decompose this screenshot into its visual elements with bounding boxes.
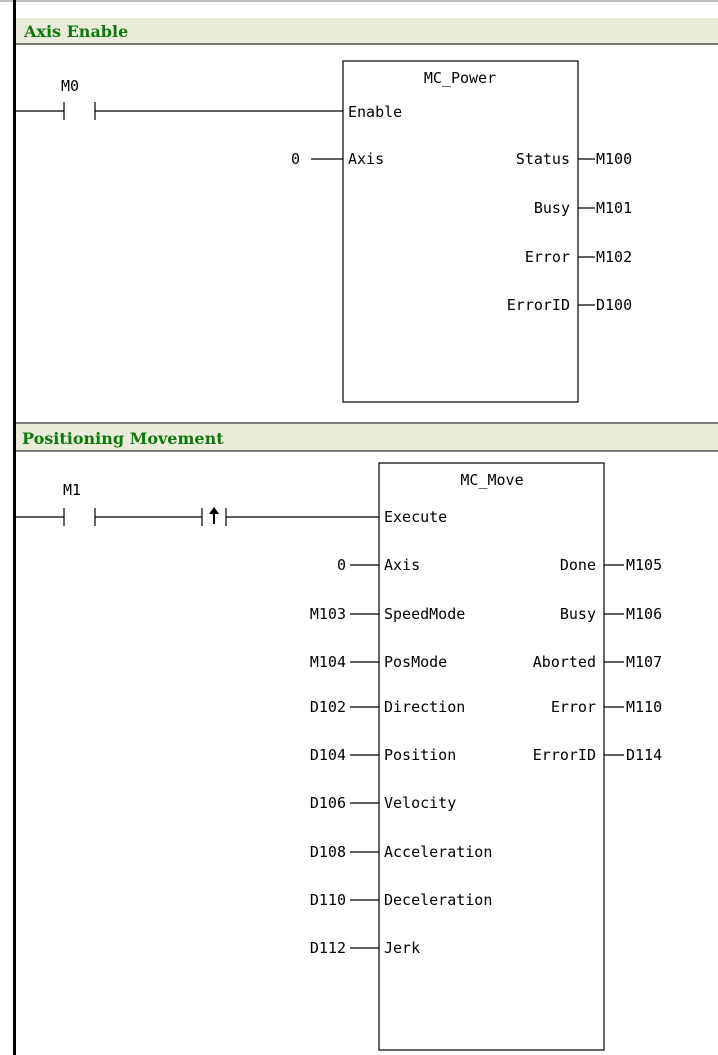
contact-label: M0 <box>61 77 79 95</box>
input-value-posmode: M104 <box>310 653 346 671</box>
rising-edge-contact[interactable] <box>201 507 227 526</box>
output-value-status: M100 <box>596 150 632 168</box>
block-body <box>342 60 579 403</box>
input-value-velocity: D106 <box>310 794 346 812</box>
input-value-acceleration: D108 <box>310 843 346 861</box>
output-value-errorid: D114 <box>626 746 662 764</box>
pin-direction: Direction <box>384 698 465 716</box>
function-block-mc-power[interactable]: MC_Power Enable 0 Axis Status M100 Busy … <box>291 60 632 403</box>
input-value-axis: 0 <box>291 150 300 168</box>
network-title: Positioning Movement <box>22 429 224 448</box>
pin-axis: Axis <box>384 556 420 574</box>
pin-posmode: PosMode <box>384 653 447 671</box>
pin-errorid: ErrorID <box>507 296 570 314</box>
pin-status: Status <box>516 150 570 168</box>
pin-aborted: Aborted <box>533 653 596 671</box>
pin-error: Error <box>551 698 596 716</box>
pin-error: Error <box>525 248 570 266</box>
network-positioning-movement[interactable]: Positioning Movement M1 MC_Move Execute … <box>16 422 718 1051</box>
function-block-mc-move[interactable]: MC_Move Execute 0 Axis M103 SpeedMode M1… <box>310 462 662 1051</box>
pin-axis: Axis <box>348 150 384 168</box>
output-value-error: M110 <box>626 698 662 716</box>
input-value-axis: 0 <box>337 556 346 574</box>
network-title: Axis Enable <box>23 22 128 41</box>
network-axis-enable[interactable]: Axis Enable M0 MC_Power Enable 0 Axis St… <box>16 18 718 403</box>
contact-m1[interactable]: M1 <box>16 481 96 526</box>
network-header <box>16 18 718 44</box>
block-body <box>378 462 605 1051</box>
block-name: MC_Move <box>460 471 523 489</box>
input-value-deceleration: D110 <box>310 891 346 909</box>
pin-jerk: Jerk <box>384 939 420 957</box>
pin-busy: Busy <box>560 605 596 623</box>
input-value-position: D104 <box>310 746 346 764</box>
pin-speedmode: SpeedMode <box>384 605 465 623</box>
input-value-direction: D102 <box>310 698 346 716</box>
output-value-errorid: D100 <box>596 296 632 314</box>
output-value-aborted: M107 <box>626 653 662 671</box>
contact-label: M1 <box>63 481 81 499</box>
pin-position: Position <box>384 746 456 764</box>
block-name: MC_Power <box>424 69 496 87</box>
output-value-error: M102 <box>596 248 632 266</box>
pin-execute: Execute <box>384 508 447 526</box>
input-value-speedmode: M103 <box>310 605 346 623</box>
contact-m0[interactable]: M0 <box>16 77 96 120</box>
input-value-jerk: D112 <box>310 939 346 957</box>
pin-enable: Enable <box>348 103 402 121</box>
pin-errorid: ErrorID <box>533 746 596 764</box>
up-arrow-icon-head <box>209 507 219 514</box>
pin-busy: Busy <box>534 199 570 217</box>
pin-done: Done <box>560 556 596 574</box>
left-power-rail <box>13 0 16 1055</box>
pin-acceleration: Acceleration <box>384 843 492 861</box>
pin-deceleration: Deceleration <box>384 891 492 909</box>
output-value-busy: M106 <box>626 605 662 623</box>
pin-velocity: Velocity <box>384 794 456 812</box>
output-value-busy: M101 <box>596 199 632 217</box>
output-value-done: M105 <box>626 556 662 574</box>
network-header <box>16 424 718 451</box>
